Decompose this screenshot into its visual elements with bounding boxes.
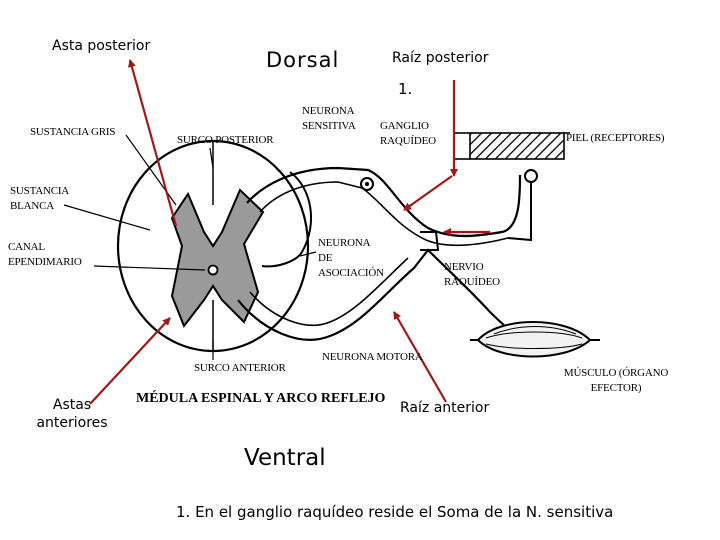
label-neurona-asociacion: NEURONA DE ASOCIACIÓN bbox=[318, 237, 384, 279]
central-canal bbox=[207, 264, 219, 276]
muscle bbox=[476, 321, 592, 358]
arrow-astas-anteriores bbox=[89, 317, 171, 405]
arrow-raiz-anterior bbox=[393, 311, 447, 403]
label-nervio-raquideo: NERVIO RAQUÍDEO bbox=[444, 261, 500, 288]
diagram-title: MÉDULA ESPINAL Y ARCO REFLEJO bbox=[136, 391, 386, 406]
arrow-asta-posterior bbox=[128, 59, 178, 227]
ventral-title: Ventral bbox=[244, 445, 326, 471]
motor-neuron-path-inner bbox=[249, 257, 409, 327]
caption: 1. En el ganglio raquídeo reside el Soma… bbox=[176, 503, 614, 521]
arrow-ganglio bbox=[403, 175, 453, 211]
gray-matter bbox=[170, 188, 265, 329]
leader-canal-ependimario bbox=[93, 265, 206, 271]
label-neurona-motora: NEURONA MOTORA bbox=[322, 351, 423, 363]
motor-neuron-path bbox=[237, 248, 521, 341]
leader-surco-posterior bbox=[209, 147, 214, 169]
skin-hatched bbox=[469, 132, 565, 160]
raiz-anterior-label: Raíz anterior bbox=[400, 400, 490, 416]
raiz-posterior-label: Raíz posterior bbox=[392, 50, 489, 66]
skin-receptor bbox=[524, 169, 538, 183]
label-piel: PIEL (RECEPTORES) bbox=[566, 132, 665, 144]
label-ganglio-raquideo: GANGLIO RAQUÍDEO bbox=[380, 120, 436, 147]
leader-neurona-asociacion bbox=[299, 251, 317, 257]
label-surco-posterior: SURCO POSTERIOR bbox=[177, 134, 274, 146]
astas-anteriores-label: Astas anteriores bbox=[36, 397, 108, 431]
label-canal-ependimario: CANAL EPENDIMARIO bbox=[8, 241, 82, 268]
number-marker: 1. bbox=[398, 80, 413, 98]
label-musculo: MÚSCULO (ÓRGANO EFECTOR) bbox=[563, 367, 669, 394]
asta-posterior-label: Asta posterior bbox=[52, 38, 151, 54]
dorsal-title: Dorsal bbox=[266, 48, 340, 72]
label-sustancia-blanca: SUSTANCIA BLANCA bbox=[10, 185, 69, 212]
spinal-nerve bbox=[420, 231, 440, 251]
label-neurona-sensitiva: NEURONA SENSITIVA bbox=[302, 105, 356, 132]
label-sustancia-gris: SUSTANCIA GRIS bbox=[30, 126, 116, 138]
association-neuron bbox=[261, 171, 313, 268]
leader-sustancia-blanca bbox=[63, 204, 151, 231]
sensory-neuron-path-inner bbox=[259, 181, 509, 247]
label-surco-anterior: SURCO ANTERIOR bbox=[194, 362, 286, 374]
